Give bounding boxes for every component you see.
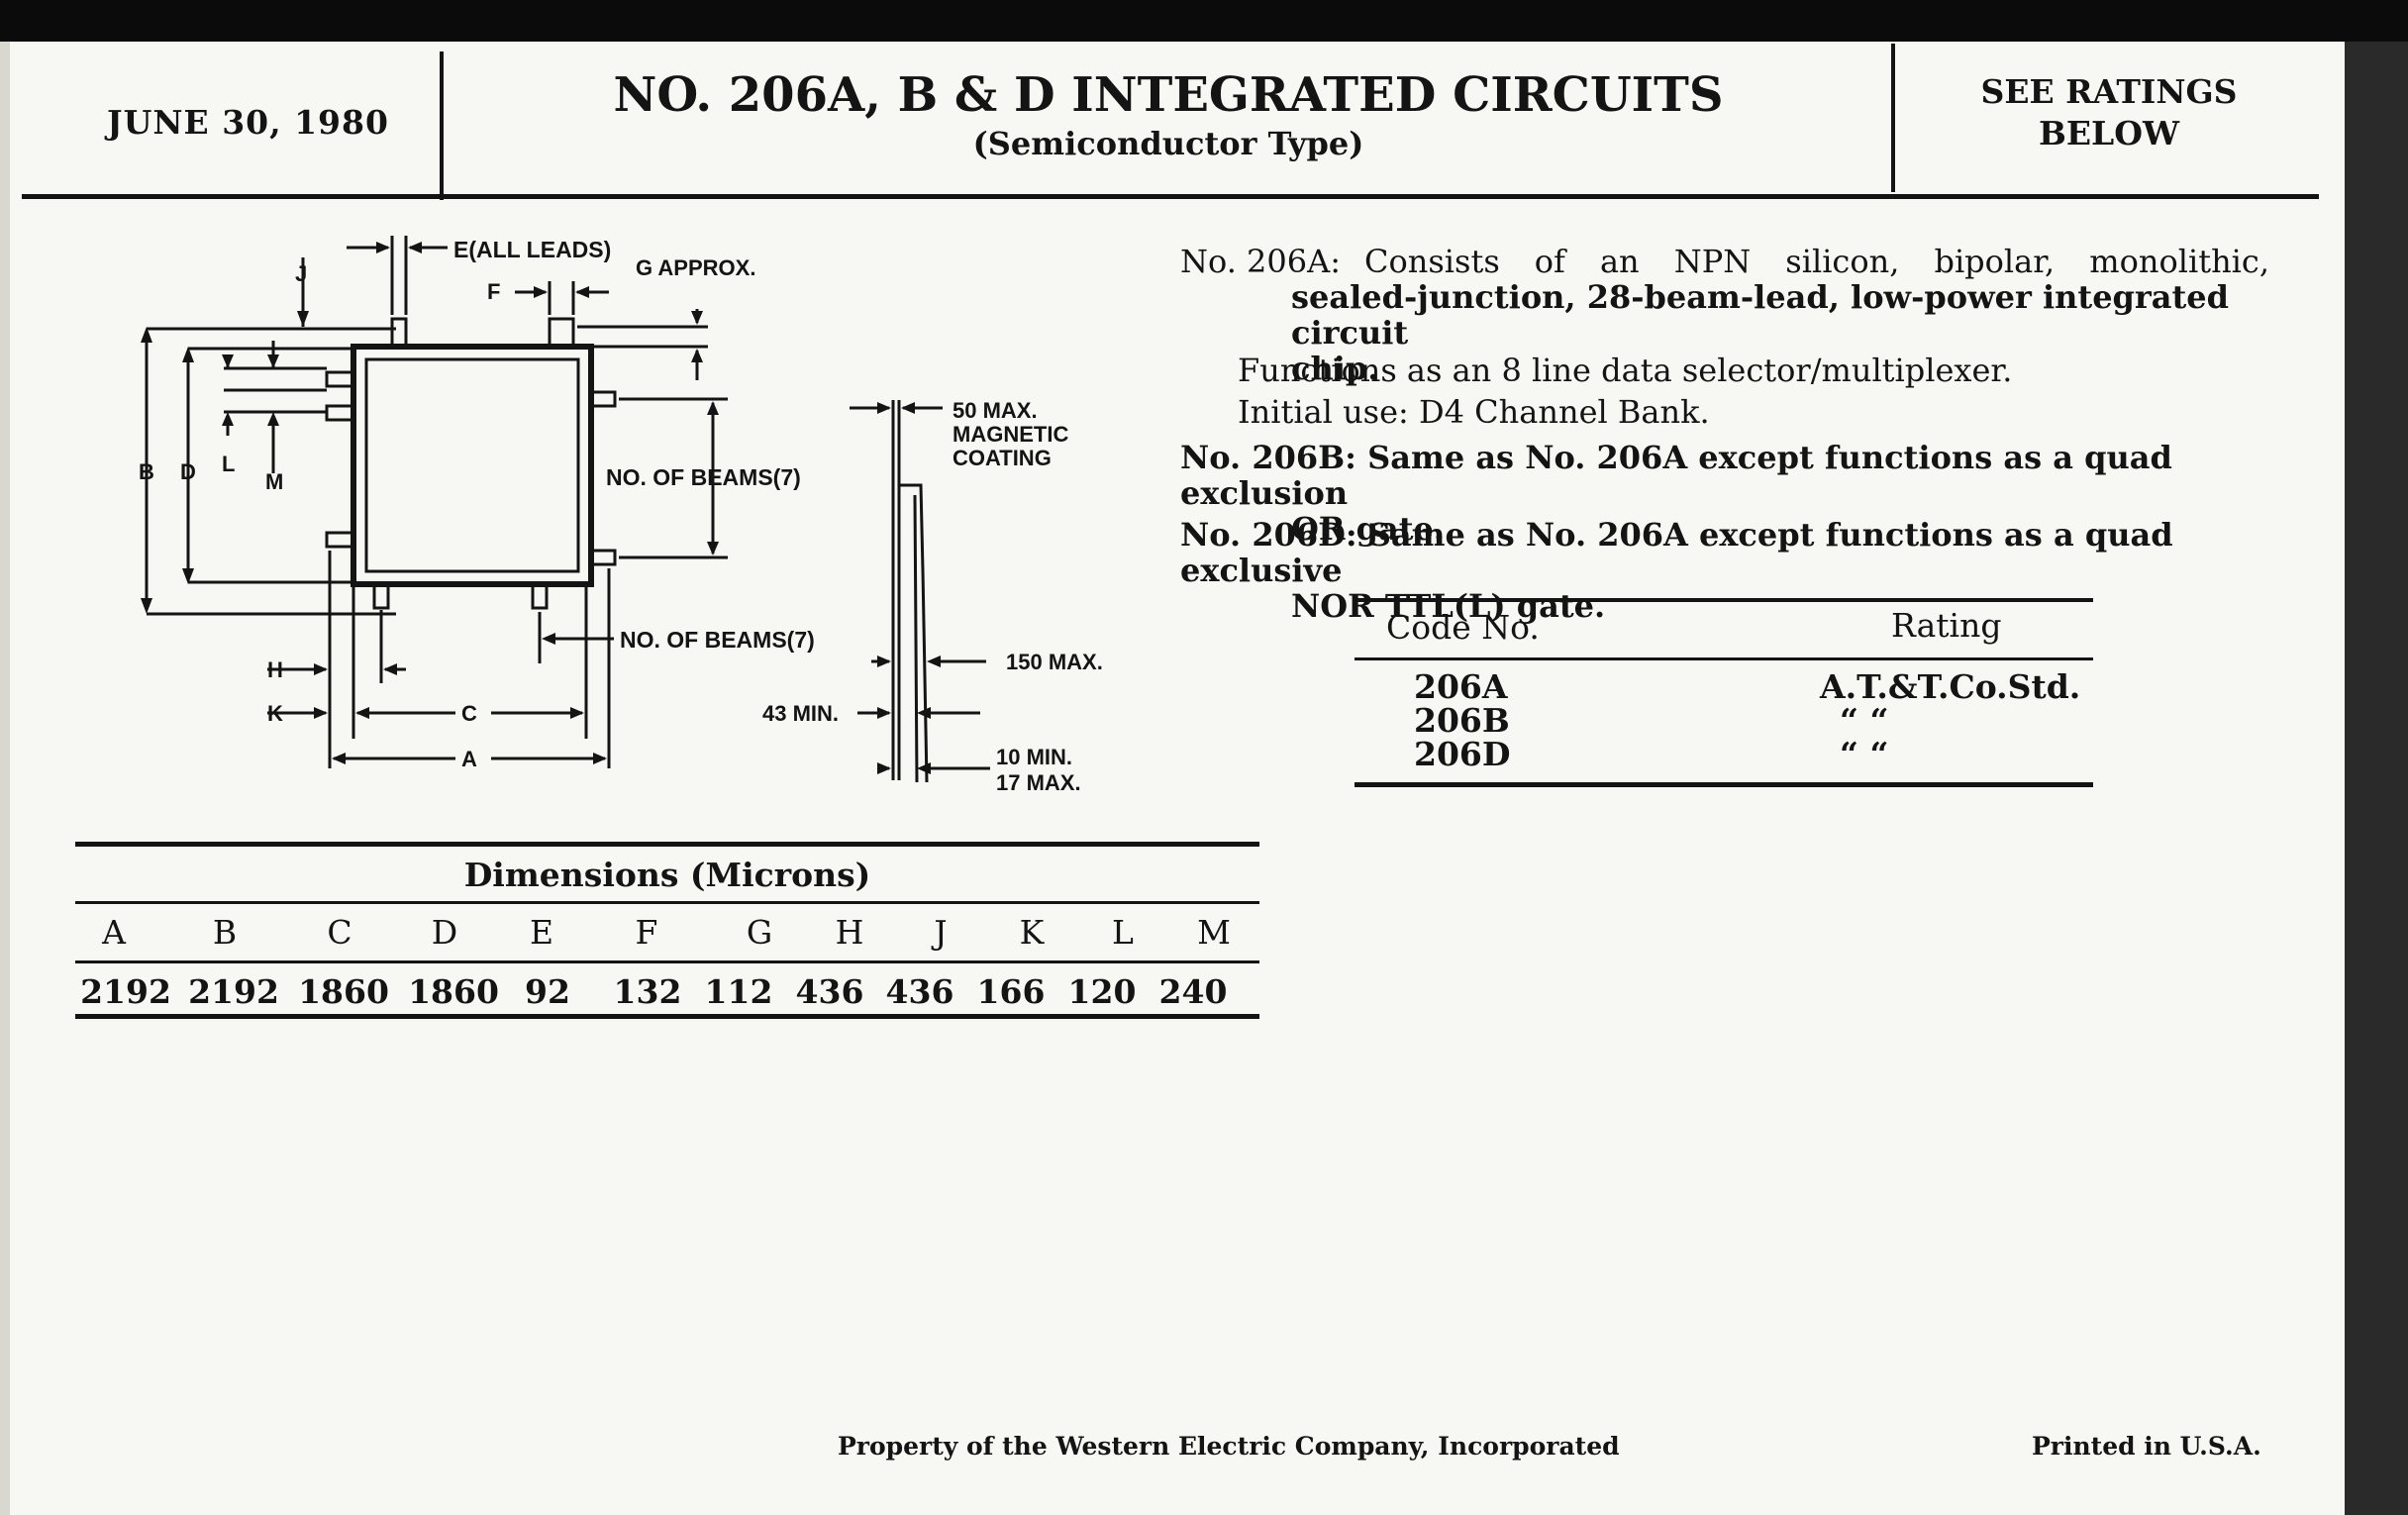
label-coating: COATING [953, 446, 1052, 470]
label-a: A [461, 747, 477, 771]
page-subtitle: (Semiconductor Type) [972, 125, 1364, 162]
dimensions-header-row: A B C D E F G H J K L M [75, 913, 1259, 953]
see-ratings-note: SEE RATINGS BELOW [1901, 71, 2317, 154]
issue-date: JUNE 30, 1980 [107, 103, 389, 142]
table-row: 206A A.T.&T.Co.Std. [1414, 667, 2107, 706]
header-bottom-rule [22, 194, 2319, 199]
desc-206a-line3: chip. [1291, 350, 1379, 387]
desc-206b-line2: OR gate. [1291, 510, 1445, 548]
dim-value-k: 166 [976, 972, 1046, 1011]
dim-header-c: C [327, 913, 352, 952]
label-150-max: 150 MAX. [1006, 650, 1103, 674]
desc-functions: Functions as an 8 line data selector/mul… [1238, 352, 2013, 389]
ratings-table-header-rule [1354, 657, 2093, 660]
see-ratings-line1: SEE RATINGS [1980, 72, 2238, 111]
desc-206a-line1: Consists of an NPN silicon, bipolar, mon… [1364, 243, 2269, 280]
chip-outline-diagram: E(ALL LEADS) G APPROX. F J B D L M H K C… [139, 236, 1103, 795]
scan-background-edge [2345, 42, 2408, 1515]
dim-header-a: A [102, 913, 126, 952]
see-ratings-line2: BELOW [2038, 114, 2180, 152]
desc-206a-label: No. 206A: [1180, 243, 1342, 280]
rating-cell: “ “ [1840, 701, 1889, 740]
dim-header-b: B [212, 913, 238, 952]
dim-value-h: 436 [795, 972, 864, 1011]
dim-value-c: 1860 [298, 972, 389, 1011]
dim-header-m: M [1197, 913, 1231, 952]
dim-value-a: 2192 [80, 972, 171, 1011]
label-l: L [222, 452, 235, 476]
dimensions-title-rule [75, 901, 1259, 904]
desc-206a-line2: sealed-junction, 28-beam-lead, low-power… [1291, 278, 2230, 352]
rating-cell: “ “ [1840, 735, 1889, 773]
printed-notice: Printed in U.S.A. [2032, 1432, 2261, 1461]
label-beams-bottom: NO. OF BEAMS(7) [620, 627, 815, 653]
dim-header-d: D [431, 913, 458, 952]
ratings-table-top-rule [1354, 598, 2093, 602]
label-e-all-leads: E(ALL LEADS) [453, 237, 611, 262]
header-divider-right [1891, 44, 1895, 192]
label-magnetic: MAGNETIC [953, 422, 1068, 447]
dim-value-b: 2192 [188, 972, 279, 1011]
dimensions-value-row: 2192 2192 1860 1860 92 132 112 436 436 1… [75, 972, 1259, 1012]
page-title: NO. 206A, B & D INTEGRATED CIRCUITS [613, 67, 1724, 123]
desc-initial-use: Initial use: D4 Channel Bank. [1238, 393, 1710, 431]
property-notice: Property of the Western Electric Company… [838, 1432, 1620, 1461]
dimension-arrowheads [141, 242, 941, 774]
dim-value-f: 132 [613, 972, 682, 1011]
table-row: 206D “ “ [1414, 735, 2107, 773]
code-cell: 206B [1414, 701, 1510, 740]
desc-206d-line1: No. 206D: Same as No. 206A except functi… [1180, 516, 2173, 589]
label-g-approx: G APPROX. [636, 255, 755, 280]
dim-header-j: J [934, 913, 948, 952]
label-b: B [139, 459, 154, 484]
description-206d: No. 206D: Same as No. 206A except functi… [1180, 517, 2309, 624]
dimensions-table-top-rule [75, 842, 1259, 847]
ratings-col-rating: Rating [1891, 606, 2002, 645]
dim-value-m: 240 [1158, 972, 1228, 1011]
code-cell: 206D [1414, 735, 1511, 773]
chip-body [325, 317, 617, 610]
dim-value-d: 1860 [408, 972, 499, 1011]
label-m: M [265, 469, 283, 494]
label-c: C [461, 701, 477, 726]
label-k: K [267, 701, 283, 726]
dim-value-e: 92 [525, 972, 570, 1011]
label-10-min: 10 MIN. [996, 745, 1072, 769]
label-17-max: 17 MAX. [996, 770, 1081, 795]
dim-header-f: F [635, 913, 658, 952]
header-divider-left [440, 51, 444, 200]
label-beams-right: NO. OF BEAMS(7) [606, 464, 801, 490]
label-43-min: 43 MIN. [762, 701, 839, 726]
ratings-table-bottom-rule [1354, 782, 2093, 787]
dim-header-e: E [529, 913, 554, 952]
dim-value-j: 436 [885, 972, 954, 1011]
rating-cell: A.T.&T.Co.Std. [1820, 667, 2081, 706]
description-206a: No. 206A: Consists of an NPN silicon, bi… [1180, 244, 2269, 386]
dim-value-g: 112 [704, 972, 773, 1011]
code-cell: 206A [1414, 667, 1508, 706]
label-f: F [487, 279, 500, 304]
label-h: H [267, 657, 283, 682]
dim-header-h: H [835, 913, 864, 952]
dimensions-table-bottom-rule [75, 1014, 1259, 1019]
table-row: 206B “ “ [1414, 701, 2107, 740]
dim-header-g: G [746, 913, 773, 952]
ratings-col-code: Code No. [1386, 608, 1540, 647]
dim-header-k: K [1019, 913, 1045, 952]
label-d: D [180, 459, 196, 484]
dimensions-table-title: Dimensions (Microns) [463, 856, 871, 894]
dimensions-header-rule [75, 960, 1259, 963]
dim-header-l: L [1112, 913, 1134, 952]
desc-206d-line2: NOR TTL(L) gate. [1291, 587, 1606, 625]
description-206b: No. 206B: Same as No. 206A except functi… [1180, 440, 2309, 547]
label-j: J [295, 261, 307, 286]
desc-206b-line1: No. 206B: Same as No. 206A except functi… [1180, 439, 2172, 512]
dim-value-l: 120 [1067, 972, 1137, 1011]
label-50-max: 50 MAX. [953, 398, 1038, 423]
ratings-rows: 206A A.T.&T.Co.Std. 206B “ “ 206D “ “ [1414, 667, 2107, 773]
